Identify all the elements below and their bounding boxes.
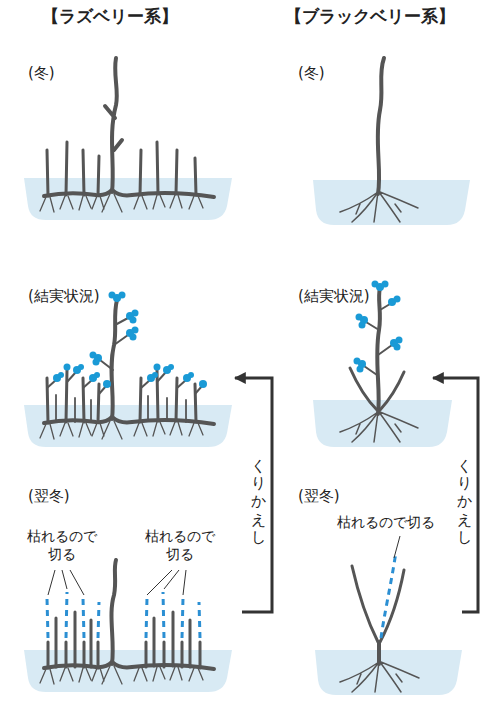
leader-line	[394, 536, 400, 558]
berry	[154, 364, 161, 371]
berry	[354, 358, 361, 365]
soil	[24, 178, 232, 220]
repeat-arrow	[433, 378, 478, 612]
berry	[132, 327, 139, 334]
berry	[93, 359, 100, 366]
cut-note: 枯れるので 切る	[140, 528, 220, 563]
main-cane	[111, 560, 116, 664]
berry	[188, 372, 194, 378]
berry	[359, 322, 366, 329]
rhizome	[44, 417, 214, 424]
new-shoots	[56, 395, 186, 422]
berry	[394, 344, 401, 351]
dead-canes-to-cut	[47, 592, 200, 638]
berries	[53, 292, 207, 389]
main-cane	[111, 300, 117, 419]
cane	[377, 288, 380, 414]
berry	[356, 314, 363, 321]
berry	[168, 364, 174, 370]
berry	[130, 317, 137, 324]
berry	[103, 380, 111, 388]
stage-heading: (翌冬)	[298, 487, 340, 505]
main-cane	[105, 58, 122, 192]
berry	[94, 372, 100, 378]
cane-stubs	[48, 642, 200, 668]
berry	[199, 380, 207, 388]
stage-heading: (結実状況)	[28, 287, 100, 305]
column-heading: 【ブラックベリー系】	[265, 6, 475, 27]
repeat-label: くりかえし	[249, 448, 268, 538]
berry	[394, 296, 401, 303]
stage-heading: (冬)	[28, 64, 55, 82]
cut-note: 枯れるので切る	[326, 514, 446, 532]
dead-cane-to-cut	[381, 552, 396, 638]
new-canes	[350, 368, 404, 410]
berry	[372, 281, 379, 288]
berry	[382, 281, 389, 288]
berry	[58, 372, 64, 378]
cane-base	[377, 642, 381, 664]
stage-panel: (冬)	[20, 62, 242, 227]
berry	[119, 292, 126, 299]
berry	[132, 310, 139, 317]
roots	[340, 192, 418, 222]
berry	[90, 352, 97, 359]
leader-line	[48, 570, 186, 595]
repeat-label: くりかえし	[455, 448, 474, 538]
berry	[64, 364, 71, 371]
stage-panel: (結実状況)	[290, 285, 433, 450]
berry	[78, 364, 84, 370]
stage-panel: (翌冬)	[20, 485, 242, 695]
new-canes	[352, 566, 404, 642]
fruiting-twigs	[47, 318, 202, 394]
roots	[340, 412, 418, 442]
stage-heading: (結実状況)	[298, 287, 370, 305]
berry	[357, 366, 364, 373]
stage-panel: (冬)	[290, 62, 465, 227]
berry	[130, 334, 137, 341]
soil	[315, 650, 462, 695]
stage-heading: (冬)	[298, 64, 325, 82]
sucker-canes	[47, 142, 196, 196]
new-canes	[56, 612, 190, 667]
fruiting-twigs	[364, 304, 392, 375]
column-heading: 【ラズベリー系】	[0, 6, 220, 27]
roots	[340, 662, 419, 692]
stage-panel: (結実状況)	[20, 285, 235, 450]
stage-heading: (翌冬)	[28, 487, 70, 505]
soil	[313, 180, 470, 225]
berry	[396, 337, 403, 344]
cut-note: 枯れるので 切る	[22, 528, 102, 563]
berry	[152, 372, 158, 378]
berry	[109, 292, 116, 299]
cane	[378, 58, 384, 194]
sucker-canes	[47, 370, 196, 423]
repeat-arrow	[235, 378, 272, 612]
rhizome	[44, 190, 214, 197]
